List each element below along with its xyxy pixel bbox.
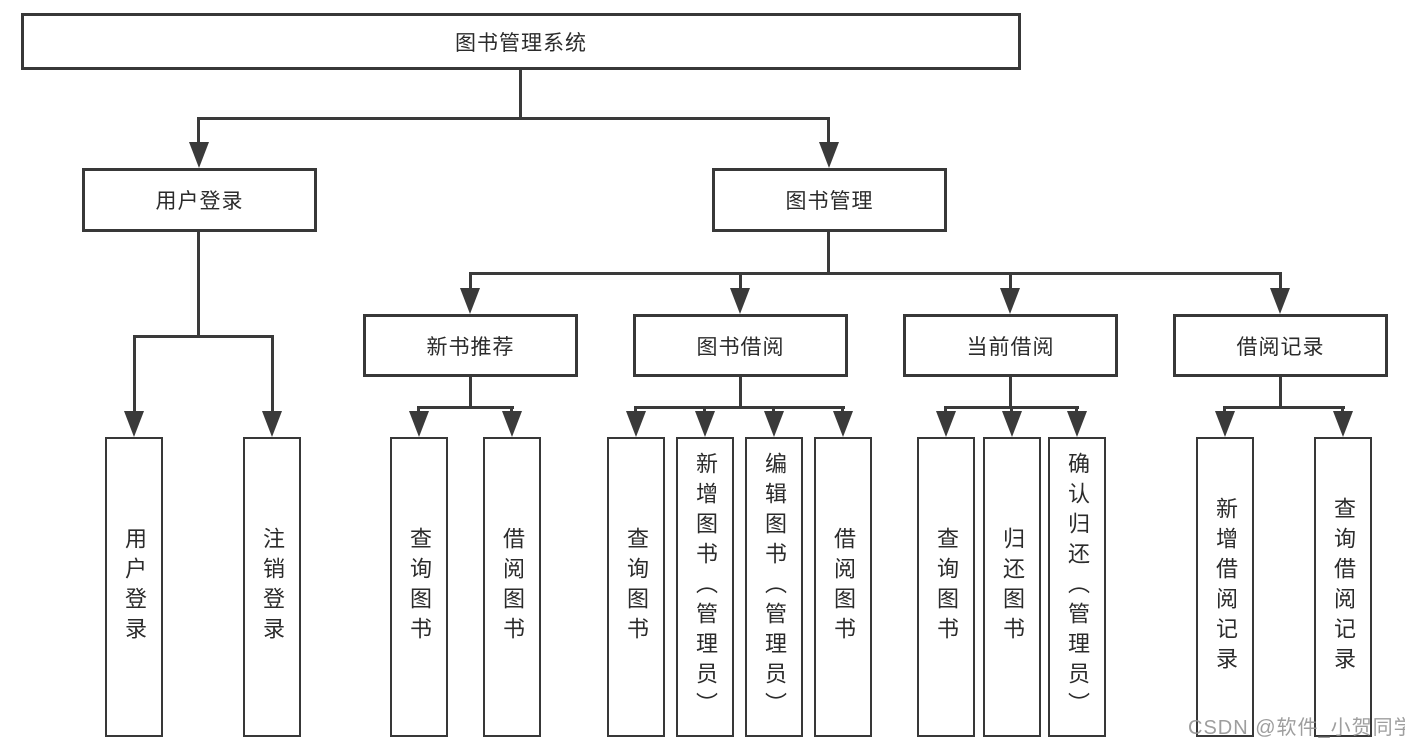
connector-book-mgmt-down: [827, 232, 830, 274]
connector-leaf-logout-stem: [271, 335, 274, 413]
leaf-logout: 注销登录: [243, 437, 301, 737]
node-book-borrowing: 图书借阅: [633, 314, 848, 377]
node-library-management-system: 图书管理系统: [21, 13, 1021, 70]
arrowhead-book-mgmt: [819, 142, 839, 168]
csdn-watermark: CSDN @软件_小贺同学: [1188, 717, 1405, 739]
connector-book-mgmt-stem: [827, 117, 830, 145]
leaf-cb-query-books: 查询图书: [917, 437, 975, 737]
connector-leaf-stem: [1075, 406, 1078, 415]
connector-user-login-down: [197, 232, 200, 337]
connector-leaf-stem: [703, 406, 706, 415]
node-book-management: 图书管理: [712, 168, 947, 232]
leaf-bb-edit-books-admin: 编辑图书（管理员）: [745, 437, 803, 737]
connector-borrowing-stem: [739, 272, 742, 290]
leaf-nbr-query-books: 查询图书: [390, 437, 448, 737]
connector-user-login-rail: [133, 335, 274, 338]
arrowhead-records: [1270, 288, 1290, 314]
leaf-bb-borrow-books: 借阅图书: [814, 437, 872, 737]
connector-leaf-stem: [510, 406, 513, 415]
arrowhead-leaf-bb-add: [695, 411, 715, 437]
arrowhead-leaf-cb-return: [1002, 411, 1022, 437]
arrowhead-leaf-nbr-query: [409, 411, 429, 437]
connector-root-stem: [519, 69, 522, 118]
arrowhead-leaf-bb-borrow: [833, 411, 853, 437]
connector-leaf-stem: [772, 406, 775, 415]
connector-leaf-stem: [634, 406, 637, 415]
connector-records-stem: [1279, 272, 1282, 290]
connector-newbook-stem: [469, 272, 472, 290]
leaf-user-login: 用户登录: [105, 437, 163, 737]
connector-leaf-login-stem: [133, 335, 136, 413]
arrowhead-newbook: [460, 288, 480, 314]
arrowhead-leaf-login: [124, 411, 144, 437]
node-user-login: 用户登录: [82, 168, 317, 232]
node-new-book-recommendation: 新书推荐: [363, 314, 578, 377]
arrowhead-user-login: [189, 142, 209, 168]
connector-current-down: [1009, 377, 1012, 408]
connector-level2-rail: [197, 117, 830, 120]
leaf-br-add-record: 新增借阅记录: [1196, 437, 1254, 737]
connector-records-rail: [1224, 406, 1345, 409]
connector-level3-rail: [469, 272, 1282, 275]
arrowhead-leaf-nbr-borrow: [502, 411, 522, 437]
connector-newbook-rail: [418, 406, 514, 409]
leaf-bb-query-books: 查询图书: [607, 437, 665, 737]
leaf-bb-add-books-admin: 新增图书（管理员）: [676, 437, 734, 737]
connector-leaf-stem: [417, 406, 420, 415]
connector-user-login-stem: [197, 117, 200, 145]
connector-newbook-down: [469, 377, 472, 408]
arrowhead-leaf-bb-query: [626, 411, 646, 437]
connector-borrowing-down: [739, 377, 742, 408]
arrowhead-leaf-cb-confirm: [1067, 411, 1087, 437]
node-current-borrowing: 当前借阅: [903, 314, 1118, 377]
connector-records-down: [1279, 377, 1282, 408]
arrowhead-leaf-logout: [262, 411, 282, 437]
arrowhead-leaf-br-add: [1215, 411, 1235, 437]
leaf-nbr-borrow-books: 借阅图书: [483, 437, 541, 737]
connector-borrowing-rail: [635, 406, 845, 409]
leaf-br-query-record: 查询借阅记录: [1314, 437, 1372, 737]
leaf-cb-confirm-return-admin: 确认归还（管理员）: [1048, 437, 1106, 737]
connector-current-stem: [1009, 272, 1012, 290]
arrowhead-current: [1000, 288, 1020, 314]
connector-leaf-stem: [841, 406, 844, 415]
arrowhead-leaf-bb-edit: [764, 411, 784, 437]
arrowhead-leaf-br-query: [1333, 411, 1353, 437]
arrowhead-borrowing: [730, 288, 750, 314]
arrowhead-leaf-cb-query: [936, 411, 956, 437]
connector-leaf-stem: [1223, 406, 1226, 415]
node-borrowing-records: 借阅记录: [1173, 314, 1388, 377]
connector-leaf-stem: [1341, 406, 1344, 415]
connector-leaf-stem: [1010, 406, 1013, 415]
connector-leaf-stem: [944, 406, 947, 415]
leaf-cb-return-books: 归还图书: [983, 437, 1041, 737]
